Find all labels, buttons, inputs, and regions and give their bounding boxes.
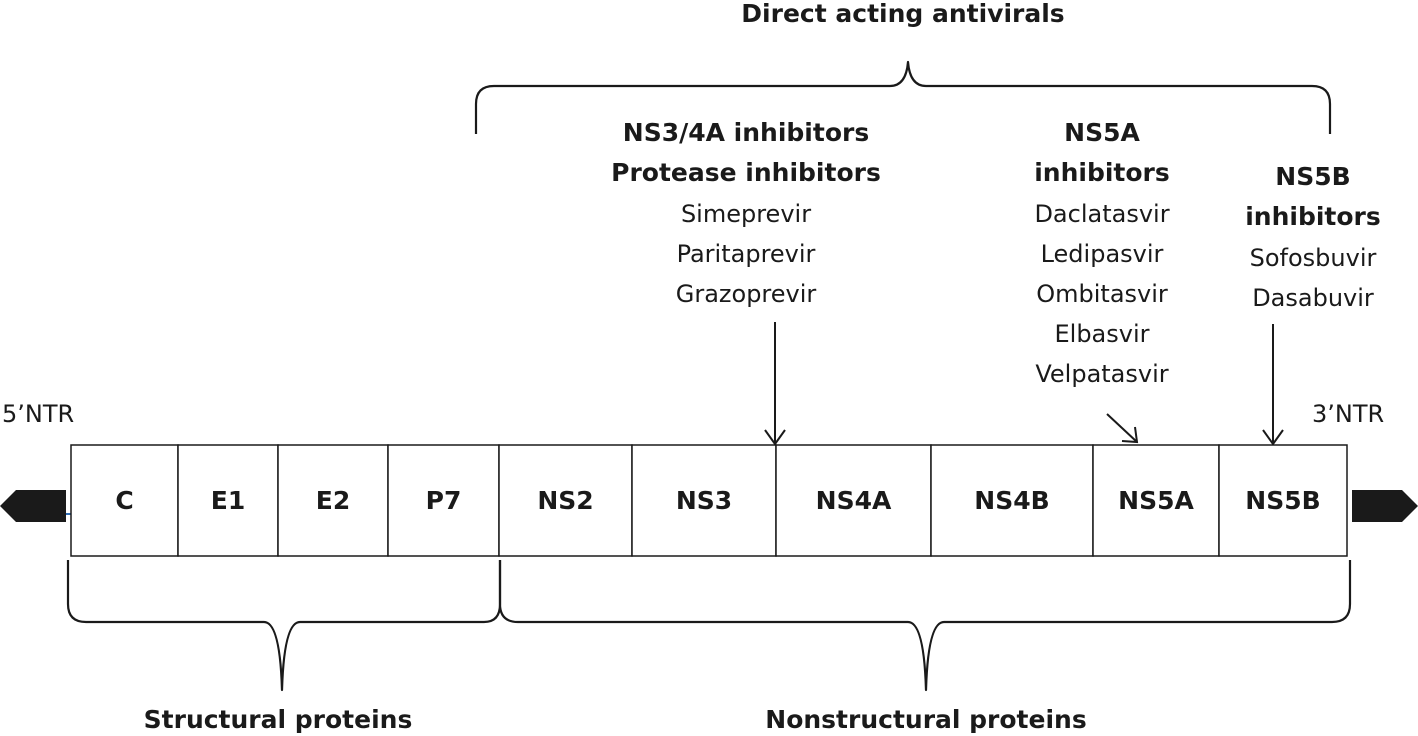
group-ns5b-heading-1: NS5B	[1275, 162, 1350, 191]
nonstructural-proteins-label: Nonstructural proteins	[765, 705, 1086, 734]
drug-ledipasvir: Ledipasvir	[1041, 240, 1164, 268]
segment-label-e2: E2	[316, 486, 350, 515]
group-ns3-heading-2: Protease inhibitors	[611, 158, 881, 187]
group-ns5b-heading-2: inhibitors	[1245, 202, 1381, 231]
ntr-5-label: 5’NTR	[2, 400, 74, 428]
segment-box-ns4b	[930, 444, 1094, 557]
segment-label-ns4a: NS4A	[816, 486, 892, 515]
arrow-ns3	[764, 322, 786, 446]
segment-label-p7: P7	[426, 486, 462, 515]
drug-velpatasvir: Velpatasvir	[1035, 360, 1168, 388]
group-ns5a-heading-1: NS5A	[1064, 118, 1140, 147]
structural-brace	[66, 560, 502, 692]
segment-label-ns3: NS3	[676, 486, 732, 515]
segment-box-ns5b	[1218, 444, 1348, 557]
drug-grazoprevir: Grazoprevir	[676, 280, 817, 308]
drug-sofosbuvir: Sofosbuvir	[1250, 244, 1377, 272]
segment-label-e1: E1	[211, 486, 245, 515]
segment-box-ns5a	[1092, 444, 1220, 557]
drug-paritaprevir: Paritaprevir	[677, 240, 816, 268]
drug-dasabuvir: Dasabuvir	[1252, 284, 1374, 312]
top-brace	[474, 60, 1332, 134]
segment-box-ns2	[498, 444, 633, 557]
group-ns5a-heading-2: inhibitors	[1034, 158, 1170, 187]
segment-label-c: C	[115, 486, 133, 515]
segment-label-ns4b: NS4B	[974, 486, 1049, 515]
segment-box-p7	[387, 444, 500, 557]
drug-simeprevir: Simeprevir	[681, 200, 811, 228]
arrow-ns5b	[1262, 324, 1284, 446]
segment-label-ns5a: NS5A	[1118, 486, 1194, 515]
drug-daclatasvir: Daclatasvir	[1034, 200, 1169, 228]
segment-box-e2	[277, 444, 389, 557]
segment-box-e1	[177, 444, 279, 557]
ntr-3-label: 3’NTR	[1312, 400, 1384, 428]
segment-box-ns4a	[775, 444, 932, 557]
segment-box-ns3	[631, 444, 777, 557]
arrow-ns5a	[1106, 413, 1139, 444]
three-prime-end-marker	[1352, 490, 1418, 522]
segment-label-ns5b: NS5B	[1245, 486, 1320, 515]
title: Direct acting antivirals	[741, 0, 1064, 28]
structural-proteins-label: Structural proteins	[144, 705, 413, 734]
drug-elbasvir: Elbasvir	[1054, 320, 1149, 348]
segment-label-ns2: NS2	[537, 486, 593, 515]
genome-segments: C E1 E2 P7 NS2 NS3 NS4A NS4B NS5A NS5B	[70, 444, 1348, 557]
segment-box-c	[70, 444, 179, 557]
drug-ombitasvir: Ombitasvir	[1036, 280, 1168, 308]
group-ns3-heading-1: NS3/4A inhibitors	[623, 118, 869, 147]
five-prime-end-marker	[0, 490, 66, 522]
nonstructural-brace	[498, 560, 1352, 692]
